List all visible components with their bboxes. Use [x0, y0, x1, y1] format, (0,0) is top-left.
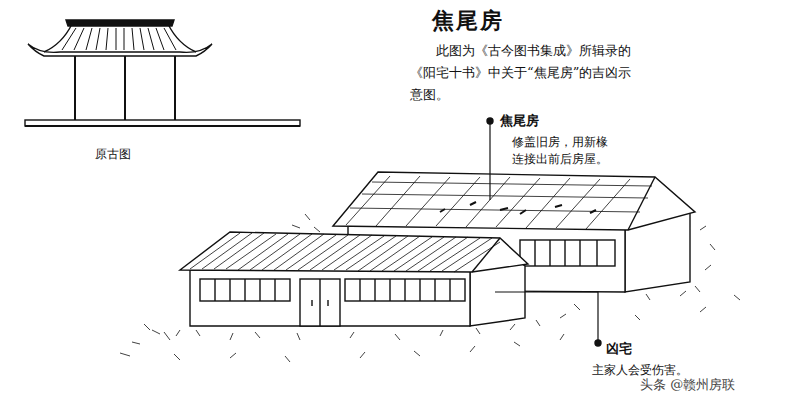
callout-title: 凶宅 [606, 340, 632, 358]
callout-note: 修盖旧房，用新椽连接出前后房屋。 [512, 134, 612, 168]
callout-note: 主家人会受伤害。 [592, 362, 688, 379]
figure-caption: 原古图 [95, 146, 131, 163]
caption-text: 此图为《古今图书集成》所辑录的《阳宅十书》中关于“焦尾房”的吉凶示意图。 [410, 40, 636, 106]
page-title: 焦尾房 [432, 6, 504, 36]
watermark: 头条 @赣州房联 [640, 376, 735, 394]
callout-title: 焦尾房 [500, 112, 539, 130]
